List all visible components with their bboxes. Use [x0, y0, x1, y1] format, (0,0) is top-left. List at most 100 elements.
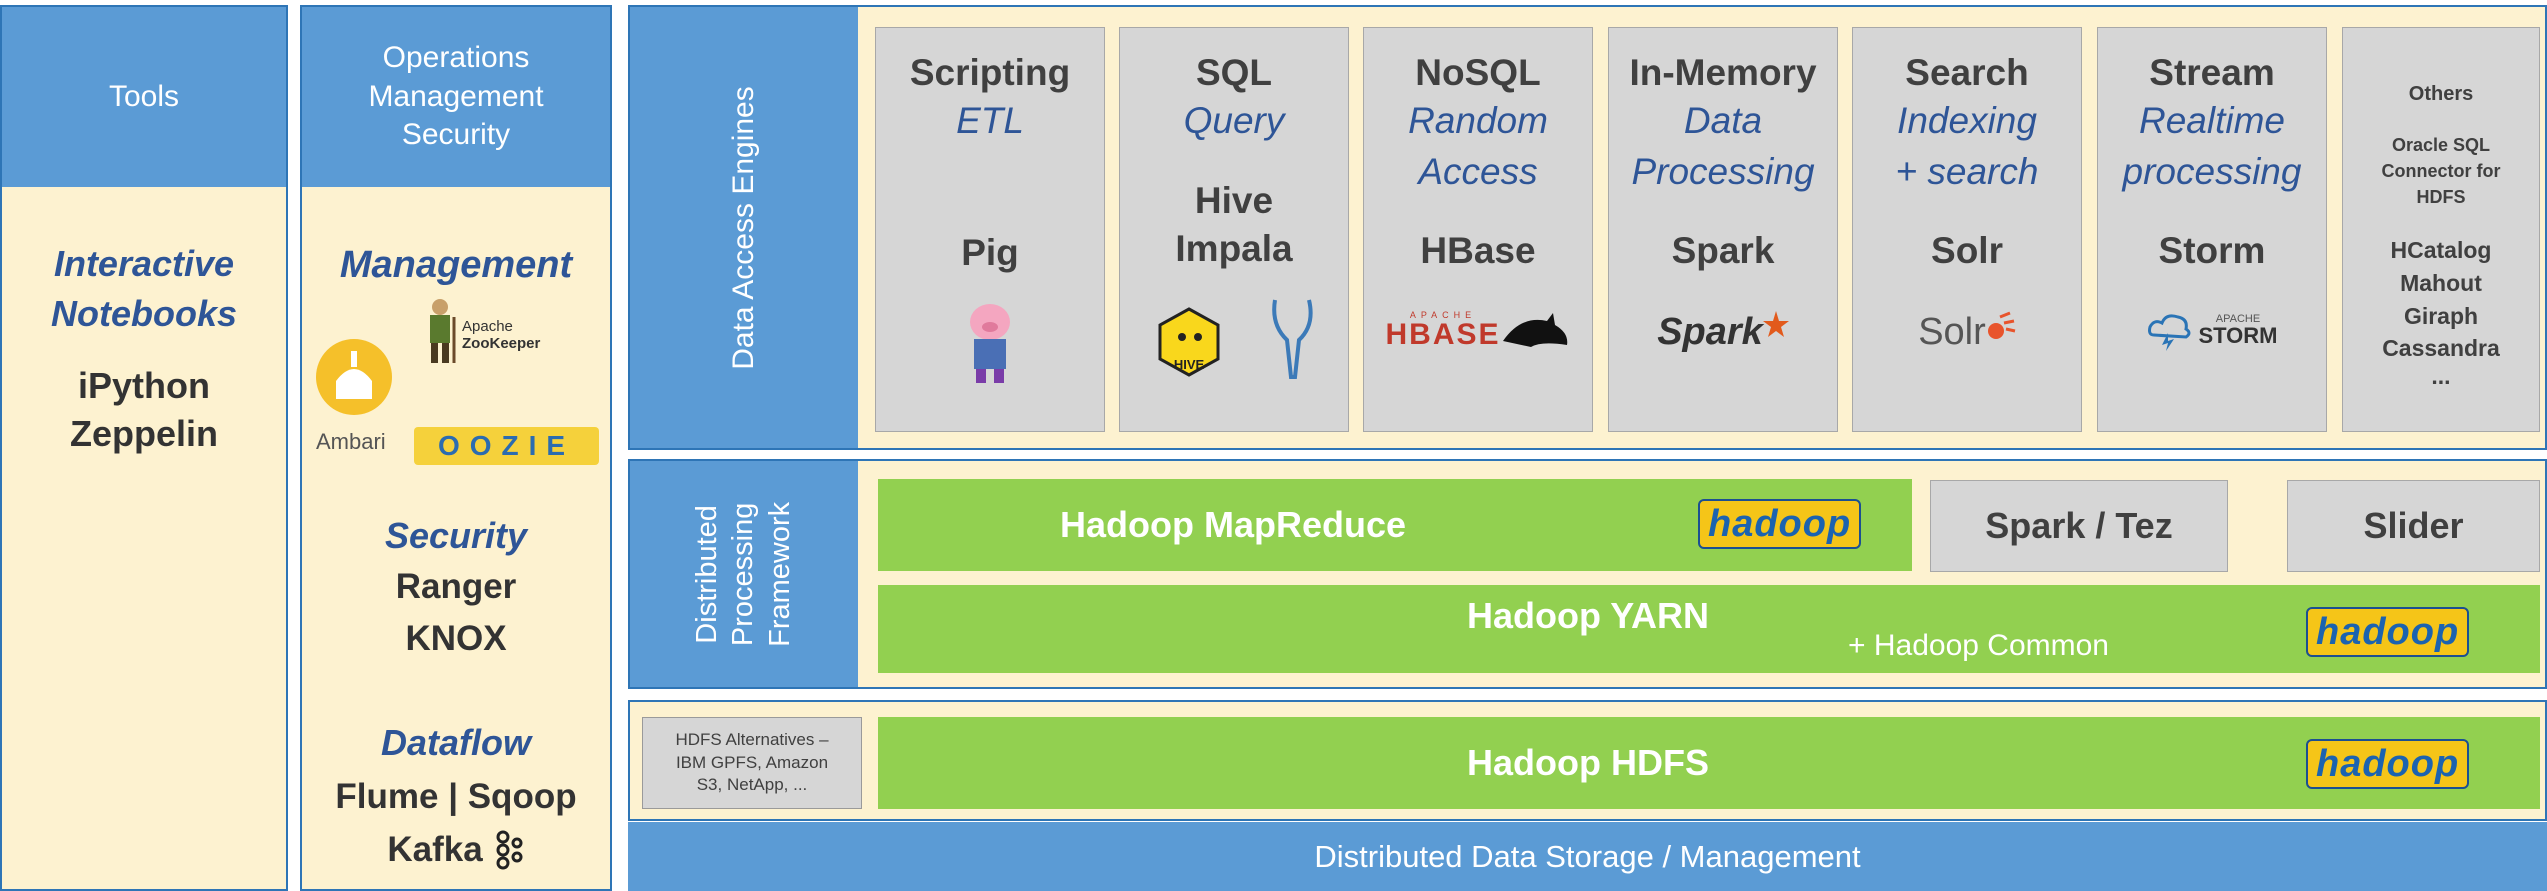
- engine-others-tool-3: Giraph: [2403, 302, 2479, 329]
- storage-footer: Distributed Data Storage / Management: [628, 822, 2547, 891]
- security-knox: KNOX: [405, 619, 507, 658]
- tools-body: Interactive Notebooks iPython Zeppelin: [2, 239, 286, 459]
- mapreduce-bar: Hadoop MapReduce hadoop: [878, 479, 1912, 571]
- engine-search-title: Search: [1905, 52, 2029, 93]
- engine-nosql-sub-2: Access: [1418, 150, 1538, 192]
- engine-sql: SQL Query Hive Impala HIVE: [1119, 27, 1349, 432]
- hdfs-alternatives-line2: IBM GPFS, Amazon: [675, 752, 829, 772]
- engine-others-sub-3: HDFS: [2416, 187, 2466, 208]
- engine-stream-tool: Storm: [2158, 229, 2266, 271]
- tools-section-title: Interactive Notebooks: [50, 243, 237, 335]
- ops-header: Operations Management Security: [302, 7, 610, 187]
- oozie-text: OOZIE: [437, 430, 576, 461]
- security-title: Security: [384, 515, 528, 556]
- spark-logo: Spark: [1657, 310, 1789, 354]
- spark-tez-box: Spark / Tez: [1930, 480, 2228, 572]
- engine-others-sub-1: Oracle SQL: [2391, 135, 2491, 155]
- engine-search: Search Indexing + search Solr Solr: [1852, 27, 2082, 432]
- solr-sun-icon: [1987, 311, 2016, 339]
- hdfs-bar: Hadoop HDFS hadoop: [878, 717, 2540, 809]
- engine-scripting-sub: ETL: [956, 100, 1024, 142]
- engine-scripting-title: Scripting: [909, 52, 1071, 93]
- hadoop-logo-yarn: hadoop: [2306, 607, 2470, 657]
- hadoop-logo-hdfs: hadoop: [2306, 739, 2470, 789]
- spark-logo-text: Spark: [1657, 310, 1763, 353]
- engine-others-tool-2: Mahout: [2400, 269, 2482, 296]
- engine-scripting: Scripting ETL Pig: [875, 27, 1105, 432]
- engine-stream-title: Stream: [2149, 52, 2275, 93]
- engine-search-sub-2: + search: [1895, 150, 2039, 192]
- engine-nosql: NoSQL Random Access HBase APACHE HBASE: [1363, 27, 1593, 432]
- spark-star-icon: [1762, 310, 1789, 337]
- engine-inmemory-sub-2: Processing: [1631, 150, 1815, 192]
- engine-sql-sub: Query: [1183, 100, 1285, 142]
- tool-ipython: iPython: [78, 364, 210, 406]
- kafka-logo-icon: [496, 830, 523, 870]
- svg-text:HIVE: HIVE: [1173, 357, 1204, 372]
- engine-search-tool: Solr: [1931, 229, 2003, 271]
- processing-label-line1: Distributed: [691, 504, 724, 644]
- zookeeper-text: ZooKeeper: [462, 334, 541, 352]
- engine-inmemory-sub-1: Data: [1683, 100, 1763, 142]
- engine-others-tool-1: HCatalog: [2390, 237, 2492, 264]
- engine-sql-tool-impala: Impala: [1175, 227, 1293, 269]
- storm-logo-apache: APACHE: [2215, 313, 2261, 326]
- engine-nosql-title: NoSQL: [1415, 52, 1541, 93]
- engine-inmemory-title: In-Memory: [1629, 52, 1817, 93]
- tools-header-label: Tools: [108, 79, 180, 113]
- hdfs-alternatives-line1: HDFS Alternatives –: [675, 729, 829, 749]
- engine-sql-tool-hive: Hive: [1194, 179, 1274, 221]
- ops-header-line3: Security: [401, 118, 511, 152]
- engine-scripting-tool: Pig: [961, 231, 1019, 273]
- engine-others-tool-4: Cassandra: [2382, 335, 2500, 362]
- mapreduce-label: Hadoop MapReduce: [1059, 504, 1407, 545]
- yarn-bar: Hadoop YARN + Hadoop Common hadoop: [878, 585, 2540, 673]
- engine-nosql-sub-1: Random: [1408, 100, 1548, 142]
- slider-label: Slider: [2363, 505, 2464, 546]
- zookeeper-apache-text: Apache: [462, 318, 513, 335]
- engine-others-sub-2: Connector for: [2381, 161, 2501, 182]
- hdfs-alternatives-box: HDFS Alternatives – IBM GPFS, Amazon S3,…: [642, 717, 862, 809]
- security-ranger: Ranger: [395, 567, 517, 606]
- processing-label: Distributed Processing Framework: [690, 501, 799, 646]
- hadoop-common-label: + Hadoop Common: [1848, 629, 2109, 662]
- ops-header-line2: Management: [368, 79, 544, 113]
- yarn-label: Hadoop YARN: [1466, 595, 1710, 636]
- hdfs-alternatives-line3: S3, NetApp, ...: [696, 775, 808, 795]
- dataflow-title: Dataflow: [380, 722, 531, 763]
- hbase-logo-text: HBASE: [1385, 318, 1501, 352]
- zookeeper-logo: Apache ZooKeeper: [420, 297, 610, 367]
- data-access-label: Data Access Engines: [727, 85, 760, 370]
- engine-stream-sub-1: Realtime: [2139, 100, 2285, 142]
- storm-logo-text: STORM: [2198, 323, 2278, 349]
- ops-column: Operations Management Security Managemen…: [300, 5, 612, 891]
- storage-footer-label: Distributed Data Storage / Management: [1314, 838, 1861, 874]
- tools-column: Tools Interactive Notebooks iPython Zepp…: [0, 5, 288, 891]
- engine-nosql-tool: HBase: [1420, 229, 1536, 271]
- engine-inmemory: In-Memory Data Processing Spark Spark: [1608, 27, 1838, 432]
- hadoop-logo-mapreduce: hadoop: [1698, 499, 1862, 549]
- solr-logo: Solr: [1918, 311, 2016, 354]
- engine-inmemory-tool: Spark: [1671, 229, 1775, 271]
- oozie-logo: OOZIE: [414, 427, 599, 465]
- dataflow-flume-sqoop: Flume | Sqoop: [335, 777, 577, 816]
- engine-search-sub-1: Indexing: [1897, 100, 2037, 142]
- processing-label-box: Distributed Processing Framework: [630, 461, 858, 687]
- impala-logo-icon: [1271, 299, 1313, 379]
- tool-zeppelin: Zeppelin: [69, 413, 218, 455]
- processing-label-line2: Processing: [727, 502, 760, 646]
- engine-stream: Stream Realtime processing Storm APACHE …: [2097, 27, 2327, 432]
- ambari-icon: [316, 339, 392, 415]
- dataflow-kafka-row: Kafka: [302, 829, 610, 871]
- engine-sql-title: SQL: [1195, 52, 1273, 93]
- spark-tez-label: Spark / Tez: [1985, 505, 2173, 546]
- engine-others-title: Others: [2408, 83, 2474, 105]
- data-access-label-box: Data Access Engines: [630, 7, 858, 448]
- slider-box: Slider: [2287, 480, 2540, 572]
- engine-others-tool-5: ...: [2431, 362, 2451, 389]
- management-title: Management: [339, 244, 573, 286]
- hive-logo-icon: HIVE: [1158, 307, 1219, 377]
- storm-cloud-icon: [2148, 314, 2191, 351]
- pig-logo-icon: [970, 303, 1010, 383]
- hbase-logo: APACHE HBASE: [1385, 311, 1570, 351]
